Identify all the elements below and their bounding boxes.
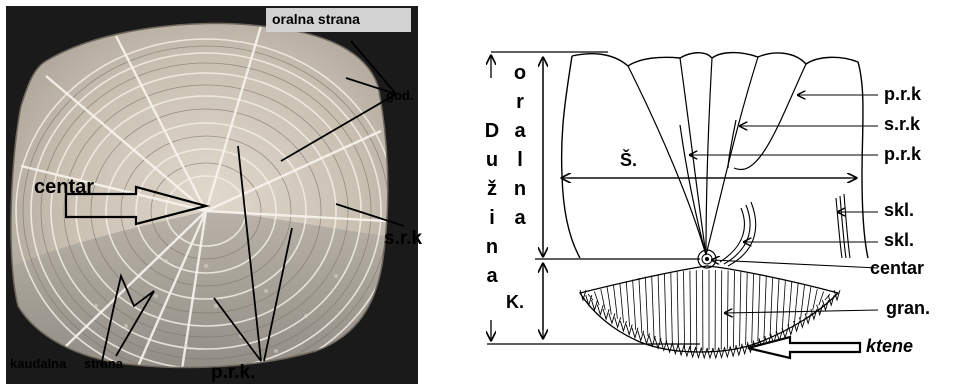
- granular-line: [652, 275, 654, 338]
- granular-line: [639, 278, 642, 333]
- sirina-label: Š.: [620, 150, 637, 171]
- duzina-letter: u: [482, 149, 502, 172]
- ctenius-tooth: [782, 328, 788, 338]
- ctenius-tooth: [609, 313, 615, 323]
- oralna-letter: a: [510, 207, 530, 230]
- granular-line: [813, 289, 817, 310]
- ctenius-tooth: [638, 331, 644, 341]
- duzina-letter: D: [482, 120, 502, 143]
- granular-line: [613, 285, 617, 319]
- granular-line: [721, 270, 722, 349]
- srk-label: s.r.k: [884, 114, 920, 135]
- granular-line: [664, 273, 666, 343]
- ctenius-tooth: [586, 295, 592, 305]
- granular-line: [607, 287, 611, 315]
- duzina-letter: n: [482, 236, 502, 259]
- prk-label-1: p.r.k: [884, 84, 921, 105]
- granular-line: [740, 272, 741, 347]
- granular-line: [746, 272, 748, 345]
- ctenius-tooth: [678, 345, 684, 355]
- k-label: K.: [506, 292, 524, 313]
- ctenius-tooth: [644, 334, 650, 344]
- granular-line: [794, 283, 798, 323]
- granular-line: [684, 271, 685, 348]
- granular-line: [696, 270, 697, 349]
- granular-line: [752, 273, 754, 343]
- oralna-letter: n: [510, 178, 530, 201]
- granular-line: [764, 275, 766, 338]
- ctenius-tooth: [736, 345, 742, 355]
- oralna-letter: a: [510, 120, 530, 143]
- skl-label-2: skl.: [884, 230, 914, 251]
- granular-line: [733, 271, 734, 348]
- prk-label-2: p.r.k: [884, 144, 921, 165]
- scale-outline-left: [562, 56, 580, 258]
- granular-line: [626, 281, 629, 326]
- granular-line: [788, 281, 791, 326]
- radius-lines: [628, 57, 806, 255]
- ctenius-tooth: [701, 348, 707, 358]
- ctenius-tooth: [742, 344, 748, 354]
- granular-line: [776, 278, 779, 333]
- oralna-letter: r: [510, 91, 530, 114]
- centar-label-diagram: centar: [870, 258, 924, 279]
- duzina-letter: a: [482, 265, 502, 288]
- ctenius-tooth: [615, 317, 621, 327]
- ctenius-tooth: [603, 309, 609, 319]
- duzina-letter: ž: [482, 178, 502, 201]
- granular-line: [770, 277, 773, 337]
- oralna-letter: o: [510, 62, 530, 85]
- ctenius-tooth: [834, 290, 840, 300]
- granular-line: [690, 271, 691, 349]
- ctenius-tooth: [707, 348, 713, 358]
- ctenius-tooth: [626, 325, 632, 335]
- granular-line: [782, 280, 785, 330]
- granular-line: [645, 277, 648, 337]
- granular-line: [633, 280, 636, 330]
- oralna-letter: l: [510, 149, 530, 172]
- ctenius-tooth: [713, 348, 719, 358]
- granular-line: [671, 272, 673, 345]
- sclerite-lines: [720, 194, 850, 266]
- ctenius-tooth: [632, 328, 638, 338]
- granular-line: [727, 271, 728, 349]
- granular-line: [620, 283, 624, 323]
- granular-line: [801, 285, 805, 319]
- gran-label: gran.: [886, 298, 930, 319]
- skl-label-1: skl.: [884, 200, 914, 221]
- ctenius-tooth: [672, 344, 678, 354]
- granular-line: [807, 287, 811, 315]
- granular-line: [677, 272, 678, 347]
- ktene-label: ktene: [866, 336, 913, 357]
- granular-line: [658, 274, 660, 341]
- ctenius-tooth: [597, 305, 603, 315]
- duzina-letter: i: [482, 207, 502, 230]
- granular-line: [758, 274, 760, 341]
- ctenius-tooth: [788, 325, 794, 335]
